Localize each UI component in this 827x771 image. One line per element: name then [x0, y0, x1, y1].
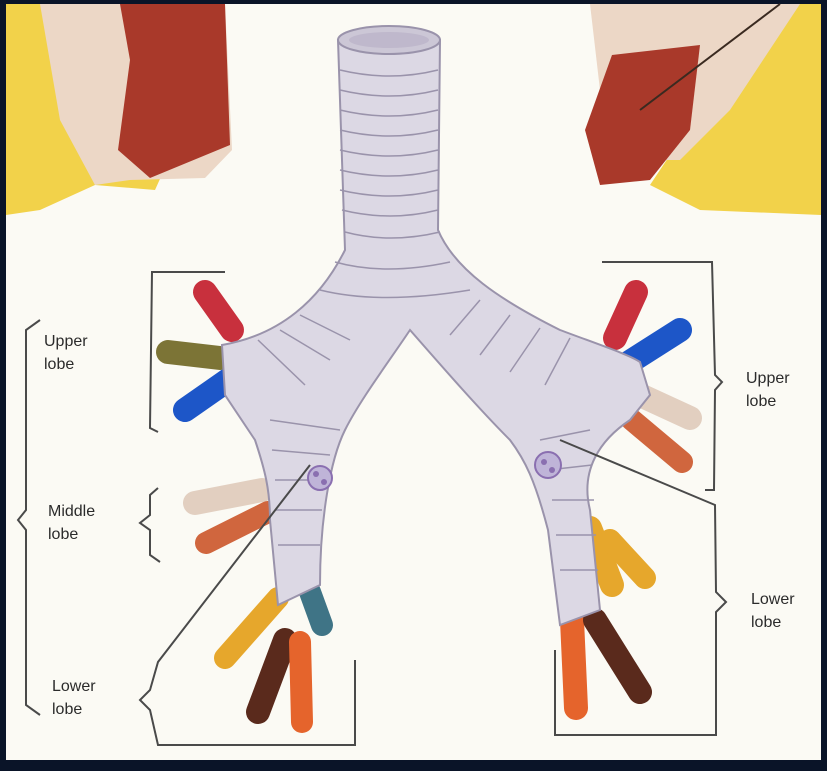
right-upper-lobe-label-line1: Upper [44, 330, 88, 353]
right-lower-lobe-label-line2: lobe [52, 698, 96, 721]
left-upper-lobe-label-line2: lobe [746, 390, 790, 413]
right-middle-lobe-label-line1: Middle [48, 500, 95, 523]
left-lower-lobe-label-line2: lobe [751, 611, 795, 634]
right-upper-lobe-label: Upper lobe [44, 330, 88, 376]
right-middle-lobe-label: Middle lobe [48, 500, 95, 546]
right-middle-lobe-label-line2: lobe [48, 523, 95, 546]
right-upper-lobe-label-line2: lobe [44, 353, 88, 376]
left-upper-lobe-label-line1: Upper [746, 367, 790, 390]
right-lower-lobe-label-line1: Lower [52, 675, 96, 698]
left-lower-lobe-label-line1: Lower [751, 588, 795, 611]
left-lower-lobe-label: Lower lobe [751, 588, 795, 634]
left-upper-lobe-label: Upper lobe [746, 367, 790, 413]
right-lower-lobe-label: Lower lobe [52, 675, 96, 721]
